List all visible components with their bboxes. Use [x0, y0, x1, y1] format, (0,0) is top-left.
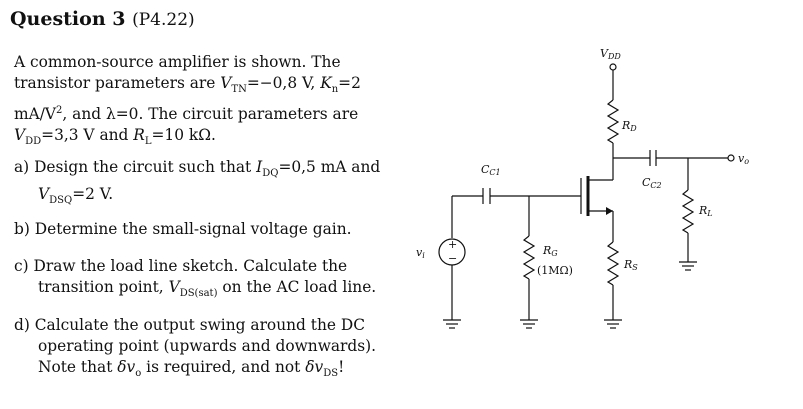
ground-symbol-vi: [443, 319, 461, 329]
rs-resistor: [606, 241, 620, 286]
vdd-terminal: [609, 63, 617, 100]
rl-resistor: [681, 189, 695, 234]
intro-line-2: transistor parameters are VTN=−0,8 V, Kn…: [14, 74, 361, 96]
rs-label: RS: [623, 258, 638, 272]
cc1-label: CC1: [481, 163, 501, 177]
rg-resistor: [522, 235, 536, 280]
cc2-capacitor: [649, 150, 657, 166]
rg-value: (1MΩ): [537, 264, 573, 277]
cc1-capacitor: [482, 188, 491, 204]
cc2-label: CC2: [642, 176, 662, 190]
mosfet-transistor: [580, 176, 613, 216]
ground-symbol-rg: [520, 319, 538, 329]
part-c: c) Draw the load line sketch. Calculate …: [14, 257, 377, 300]
rd-resistor: [606, 99, 620, 144]
question-code: (P4.22): [132, 10, 195, 30]
part-b: b) Determine the small-signal voltage ga…: [14, 220, 352, 238]
svg-text:+: +: [448, 238, 457, 251]
vi-label: vi: [416, 246, 425, 260]
ground-symbol-rs: [604, 319, 622, 329]
vo-terminal: [727, 154, 735, 162]
rg-label: RG: [542, 244, 558, 258]
svg-text:−: −: [448, 252, 457, 265]
question-title: Question 3 (P4.22): [10, 8, 195, 30]
ground-symbol-rl: [679, 261, 697, 271]
part-a: a) Design the circuit such that IDQ=0,5 …: [14, 158, 381, 207]
intro-line-1: A common-source amplifier is shown. The: [14, 53, 341, 71]
rd-label: RD: [621, 119, 637, 133]
vdd-label: VDD: [600, 47, 621, 61]
rl-label: RL: [698, 204, 713, 218]
problem-statement: A common-source amplifier is shown. The …: [14, 52, 392, 152]
intro-line-3: mA/V2, and λ=0. The circuit parameters a…: [14, 105, 359, 124]
question-number: Question 3: [10, 8, 126, 30]
input-voltage-source: + −: [438, 238, 466, 266]
vo-label: vo: [738, 152, 749, 166]
part-d: d) Calculate the output swing around the…: [14, 316, 377, 380]
intro-line-4: VDD=3,3 V and RL=10 kΩ.: [14, 126, 216, 148]
